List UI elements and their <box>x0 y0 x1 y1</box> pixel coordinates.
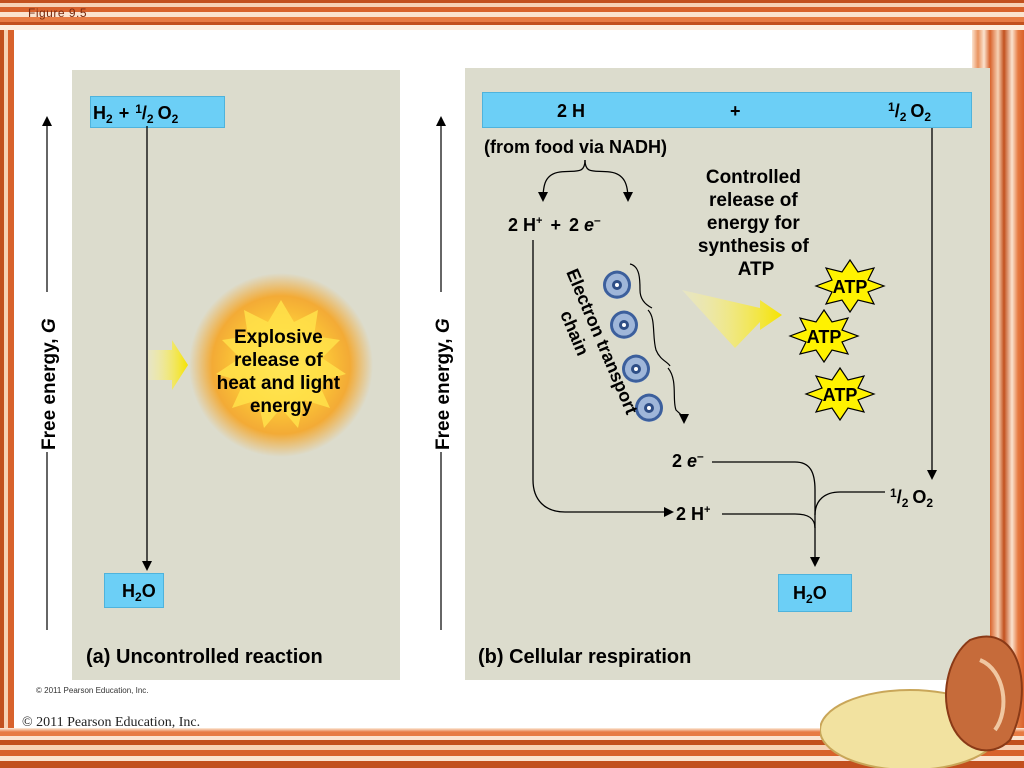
panel-b-caption: (b) Cellular respiration <box>478 646 691 668</box>
protons-to-water-line <box>722 513 816 529</box>
split-products: 2 H++2 e– <box>508 213 601 235</box>
free-energy-axis-b: Free energy, G <box>432 116 454 630</box>
panel-b-reactant-bar <box>482 92 972 128</box>
electrons-to-water-arrow <box>712 461 820 567</box>
atp-star-2: ATP <box>788 308 860 364</box>
explosion-burst <box>148 273 373 457</box>
atp-star-3: ATP <box>804 366 876 422</box>
explosion-text: Explosive release of heat and light ener… <box>217 327 346 417</box>
energy-release-arrow-a <box>148 340 188 390</box>
proton-path-arrow <box>532 240 674 517</box>
top-decorative-border <box>0 0 1024 30</box>
protons-out-label: 2 H+ <box>676 504 710 524</box>
panel-cellular-respiration <box>465 68 990 680</box>
split-arrow-left <box>538 159 586 202</box>
panel-b-hydrogen: 2 H <box>557 101 585 121</box>
panel-b-water-formula: H2O <box>793 583 827 606</box>
atp-label-2: ATP <box>807 327 842 347</box>
panel-b-plus: + <box>730 101 741 121</box>
split-arrow-right <box>584 159 633 202</box>
panel-a-caption: (a) Uncontrolled reaction <box>86 646 323 668</box>
panel-b-water-box <box>778 574 852 612</box>
oxygen-to-water-line <box>814 491 885 516</box>
panel-a-water-box <box>104 573 164 608</box>
source-text: (from food via NADH) <box>484 137 667 157</box>
electrons-out-label: 2 e– <box>672 449 704 471</box>
left-decorative-border <box>0 30 14 730</box>
atp-star-1: ATP <box>814 258 886 314</box>
decorative-seed-illustration <box>820 635 1023 768</box>
controlled-release-text: Controlled release of energy for synthes… <box>698 167 814 280</box>
atp-label-1: ATP <box>833 277 868 297</box>
etc-rotor-2 <box>610 310 638 339</box>
panel-a-water-formula: H2O <box>122 581 156 604</box>
copyright-footer: © 2011 Pearson Education, Inc. <box>22 715 201 730</box>
copyright-small: © 2011 Pearson Education, Inc. <box>36 686 149 695</box>
etc-rotor-3 <box>622 354 650 383</box>
free-energy-axis-a: Free energy, G <box>38 116 60 630</box>
panel-a-reactant-box <box>90 96 225 128</box>
axis-label-b: Free energy, G <box>433 318 454 450</box>
electron-step-1 <box>629 263 653 309</box>
axis-label-a: Free energy, G <box>39 318 60 450</box>
electron-step-2 <box>647 309 671 367</box>
etc-rotor-1 <box>603 270 631 299</box>
figure-label: Figure 9.5 <box>28 6 88 20</box>
electron-step-3 <box>667 367 689 424</box>
etc-rotor-4 <box>635 393 663 422</box>
atp-label-3: ATP <box>823 385 858 405</box>
energy-release-arrow-b <box>682 290 782 348</box>
